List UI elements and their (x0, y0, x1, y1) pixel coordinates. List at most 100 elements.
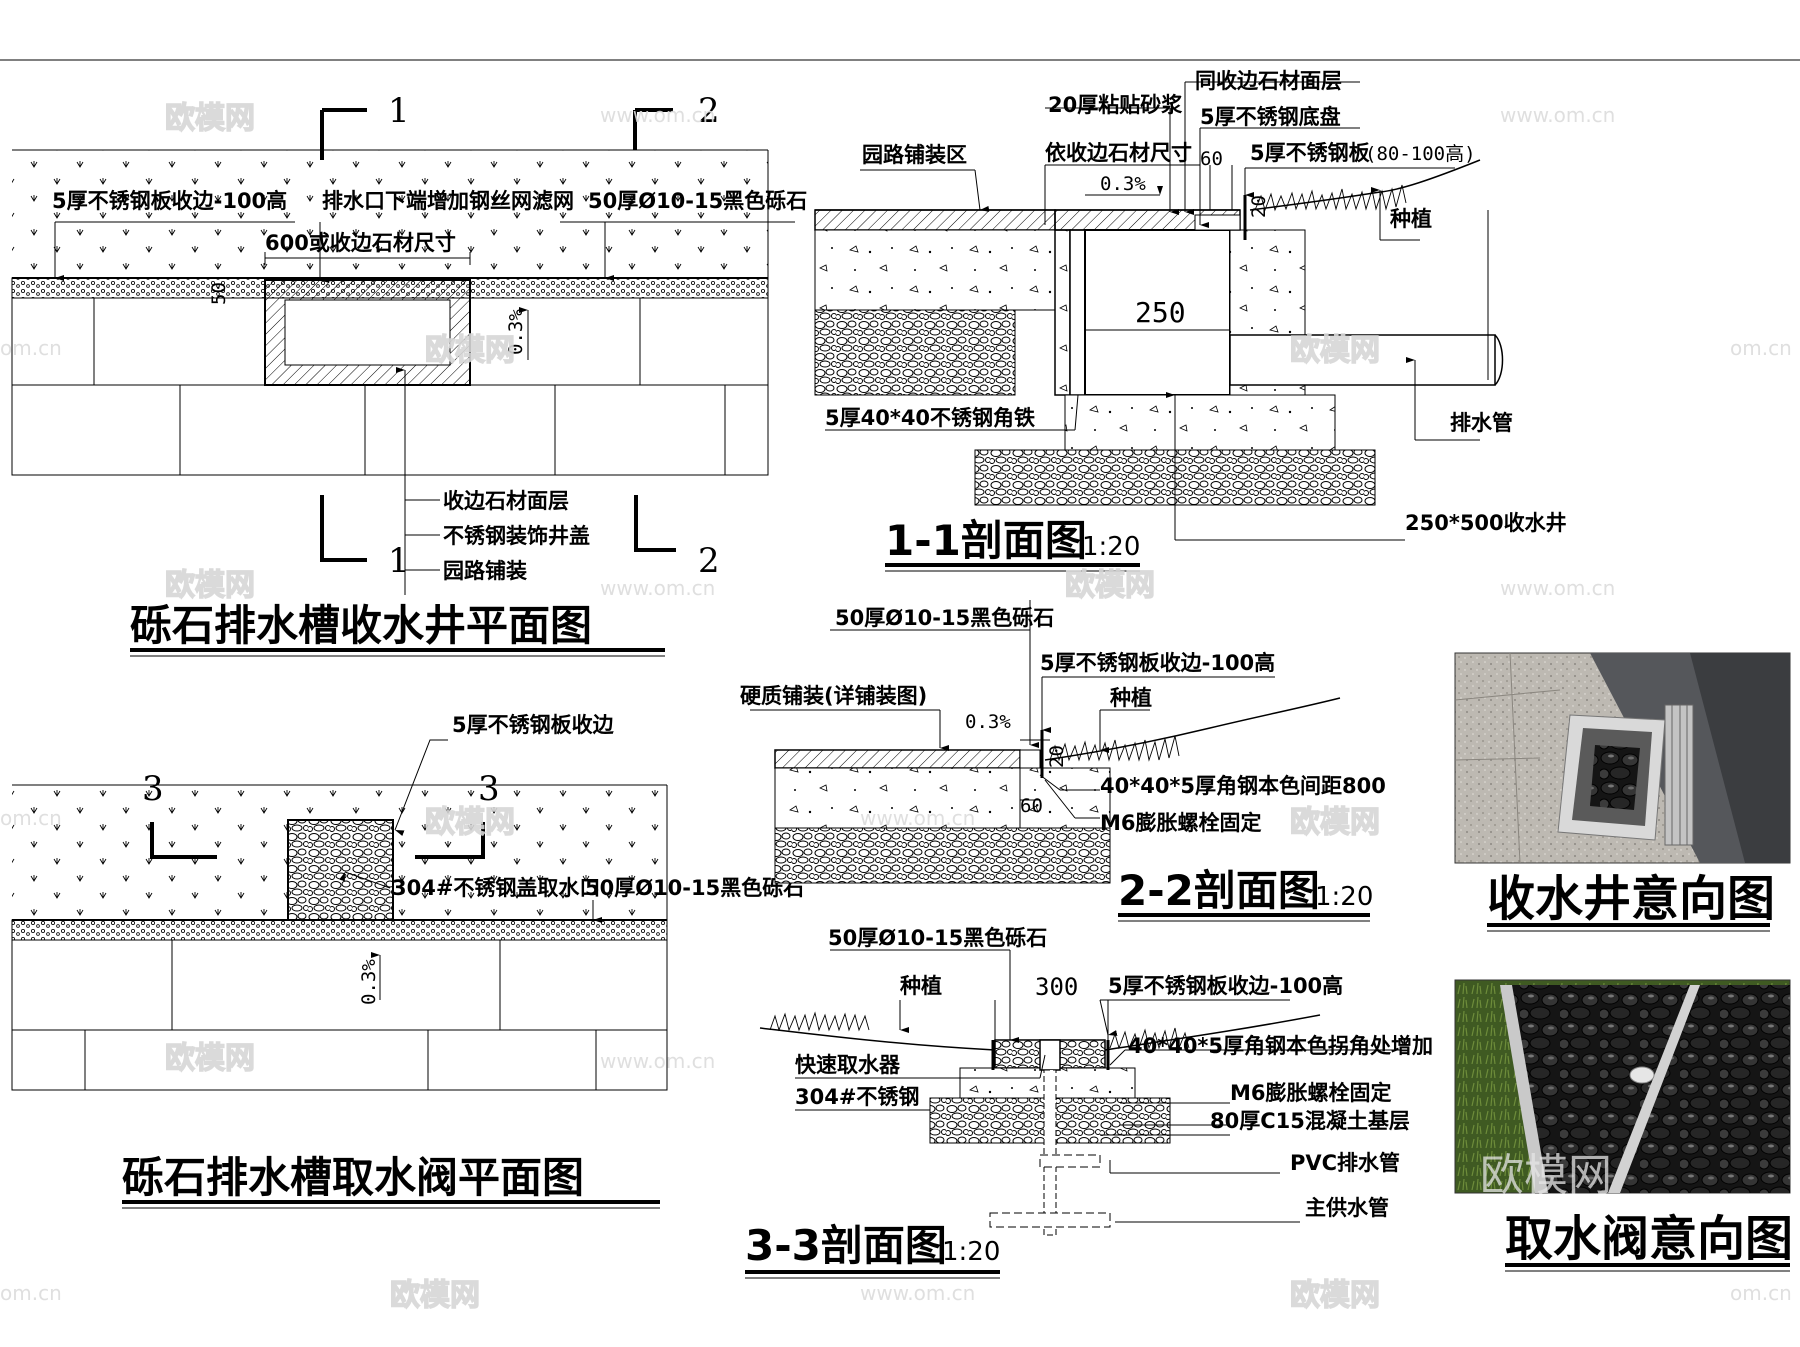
label-concrete: 80厚C15混凝土基层 (1210, 1109, 1410, 1133)
label-by-stone: 依收边石材尺寸 (1045, 141, 1192, 165)
section-mark-3-left: 3 (142, 769, 164, 809)
section11-scale: 1:20 (1082, 532, 1140, 562)
section-mark-1-bottom: 1 (388, 541, 410, 581)
label-steel-edge-33: 5厚不锈钢板收边-100高 (1108, 974, 1343, 998)
label-hard-paving: 硬质铺装(详铺装图) (740, 684, 927, 708)
label-drain-mesh: 排水口下端增加钢丝网滤网 (322, 189, 574, 213)
plan2-title: 砾石排水槽取水阀平面图 (122, 1153, 584, 1202)
section11-title: 1-1剖面图 (885, 516, 1087, 565)
label-supply: 主供水管 (1305, 1196, 1389, 1220)
section22-title: 2-2剖面图 (1118, 866, 1320, 915)
dim-250: 250 (1135, 296, 1186, 329)
label-paving: 园路铺装 (443, 559, 527, 583)
watermark-brand: 欧模网 (1290, 805, 1380, 840)
label-gravel-22: 50厚Ø10-15黑色砾石 (835, 606, 1054, 630)
watermark-brand: 欧模网 (1065, 568, 1155, 603)
photo-water-valve: 欧模网 取水阀意向图 (1454, 979, 1793, 1272)
watermark-brand: 欧模网 (425, 805, 515, 840)
drain-well (1084, 229, 1231, 396)
watermark-url: www.om.cn (1500, 576, 1615, 600)
watermark-brand: 欧模网 (1290, 1278, 1380, 1313)
section-mark-2-bottom: 2 (698, 541, 720, 581)
watermark-brand: 欧模网 (165, 568, 255, 603)
plan-drainage-well: 1 2 1 2 5厚不锈钢板收边-100高 排水口下端增加钢丝网滤网 50厚Ø1… (11, 91, 807, 657)
label-steel-cover: 不锈钢装饰井盖 (443, 524, 590, 548)
label-steel-edge-22: 5厚不锈钢板收边-100高 (1040, 651, 1275, 675)
label-well: 250*500收水井 (1405, 511, 1567, 535)
section-3-3: 50厚Ø10-15黑色砾石 种植 300 5厚不锈钢板收边-100高 40*40… (745, 926, 1433, 1279)
dim-60-22: 60 (1020, 795, 1043, 817)
watermark-url-short: om.cn (1730, 1281, 1792, 1305)
label-planting-22: 种植 (1109, 686, 1152, 710)
watermark-url: www.om.cn (860, 806, 975, 830)
section-2-2: 50厚Ø10-15黑色砾石 5厚不锈钢板收边-100高 硬质铺装(详铺装图) 种… (740, 600, 1386, 922)
section-mark-2-top: 2 (698, 91, 720, 131)
label-same-stone: 同收边石材面层 (1195, 69, 1342, 93)
watermark-url: www.om.cn (860, 1281, 975, 1305)
label-bolt-22: M6膨胀螺栓固定 (1100, 811, 1262, 835)
label-plate-height: (80-100高) (1365, 143, 1476, 165)
watermark-url-short: om.cn (0, 1281, 62, 1305)
paving-area-2 (11, 939, 668, 1091)
gravel-strip-2 (11, 919, 668, 941)
slope-label: 0.3% (505, 309, 527, 355)
watermark-url: www.om.cn (600, 1049, 715, 1073)
section33-title: 3-3剖面图 (745, 1221, 947, 1270)
watermark-url-short: om.cn (1730, 336, 1792, 360)
section-mark-1-top: 1 (388, 91, 410, 131)
paving-layer (814, 209, 1056, 231)
slope-label-2: 0.3% (358, 959, 380, 1005)
dim-600: 600或收边石材尺寸 (265, 231, 456, 255)
label-angle: 5厚40*40不锈钢角铁 (825, 406, 1035, 430)
label-gravel-2: 50厚Ø10-15黑色砾石 (585, 876, 804, 900)
watermark-url-short: om.cn (0, 336, 62, 360)
watermark-url: www.om.cn (600, 103, 715, 127)
hard-paving-layer (774, 749, 1021, 769)
label-bolt-33: M6膨胀螺栓固定 (1230, 1081, 1392, 1105)
photo-watermark: 欧模网 (1480, 1150, 1612, 1201)
watermark-brand: 欧模网 (165, 101, 255, 136)
label-pipe: 排水管 (1450, 411, 1513, 435)
slope-11: 0.3% (1100, 173, 1146, 195)
pvc-pipe (1039, 1154, 1101, 1168)
watermark-url-short: om.cn (0, 806, 62, 830)
label-planting: 种植 (1389, 207, 1432, 231)
supply-pipe (989, 1212, 1111, 1228)
label-steel-edge: 5厚不锈钢板收边-100高 (52, 189, 287, 213)
label-stone-surface: 收边石材面层 (443, 489, 569, 513)
plan-water-valve: 3 3 5厚不锈钢板收边 304#不锈钢盖取水口 50厚Ø10-15黑色砾石 0… (11, 713, 804, 1209)
dim-20: 20 (1248, 195, 1270, 218)
gravel-base (814, 309, 1016, 396)
label-steel304: 304#不锈钢 (795, 1085, 919, 1109)
dim-300: 300 (1035, 973, 1078, 1001)
photo-valve-title: 取水阀意向图 (1505, 1211, 1793, 1267)
watermark-url: www.om.cn (1500, 103, 1615, 127)
watermark-brand: 欧模网 (1290, 333, 1380, 368)
slope-22: 0.3% (965, 711, 1011, 733)
section33-scale: 1:20 (942, 1237, 1000, 1267)
label-steel-plate: 5厚不锈钢板 (1250, 141, 1371, 165)
gravel-base-2 (774, 827, 1111, 884)
watermarks: 欧模网 www.om.cn www.om.cn om.cn om.cn 欧模网 … (0, 100, 1792, 1313)
section22-scale: 1:20 (1315, 882, 1373, 912)
valve-box (287, 819, 394, 921)
photo-well-title: 收水井意向图 (1487, 871, 1775, 927)
dim-60: 60 (1200, 148, 1223, 170)
section-mark-3-right: 3 (478, 769, 500, 809)
photo-drainage-well: 收水井意向图 (1454, 652, 1791, 932)
label-valve: 快速取水器 (795, 1053, 901, 1077)
label-pvc: PVC排水管 (1290, 1151, 1400, 1175)
label-angle-33: 40*40*5厚角钢本色拐角处增加 (1128, 1034, 1433, 1058)
watermark-url: www.om.cn (600, 576, 715, 600)
label-planting-33: 种植 (899, 974, 942, 998)
label-cover: 304#不锈钢盖取水口 (392, 876, 600, 900)
label-paving-area: 园路铺装区 (862, 143, 967, 167)
label-gravel: 50厚Ø10-15黑色砾石 (588, 189, 807, 213)
label-angle-22: 40*40*5厚角钢本色间距800 (1100, 774, 1386, 798)
label-mortar: 20厚粘贴砂浆 (1048, 93, 1183, 117)
label-gravel-33: 50厚Ø10-15黑色砾石 (828, 926, 1047, 950)
label-steel-base: 5厚不锈钢底盘 (1200, 105, 1341, 129)
watermark-brand: 欧模网 (390, 1278, 480, 1313)
